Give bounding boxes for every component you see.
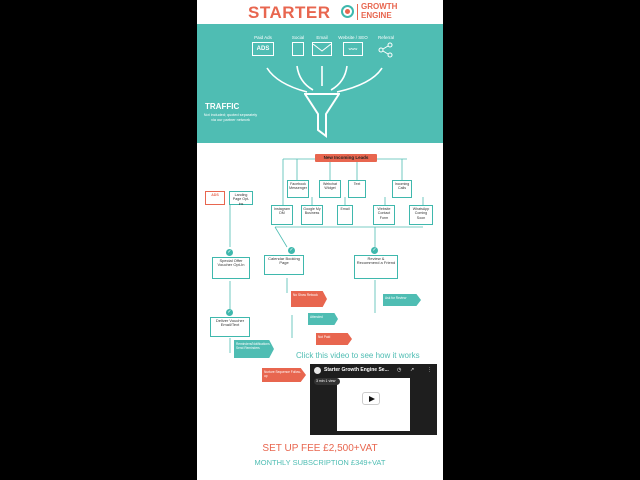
traffic-panel: Paid Ads ADS Social Email Website / SEO … <box>197 24 443 143</box>
check-icon: ✓ <box>226 309 233 316</box>
brand-starter: STARTER <box>248 3 331 22</box>
check-icon: ✓ <box>288 247 295 254</box>
review-node: Review & Recommend a Friend <box>354 255 398 279</box>
source-label: Email <box>316 35 328 40</box>
ads-icon: ADS <box>252 42 274 56</box>
channel-node: Text <box>348 180 366 198</box>
source-social: Social <box>287 35 309 56</box>
cta-text: Click this video to see how it works <box>296 351 420 360</box>
website-icon: www <box>343 42 363 56</box>
source-email: Email <box>310 35 334 56</box>
monthly-subscription: MONTHLY SUBSCRIPTION £349+VAT <box>254 458 386 467</box>
brand-logo: STARTER GROWTH ENGINE <box>197 0 443 24</box>
source-paid-ads: Paid Ads ADS <box>248 35 278 56</box>
setup-fee: SET UP FEE £2,500+VAT <box>262 443 378 454</box>
tag-no-show: No Show Rebook <box>291 291 327 307</box>
channel-node: Website Contact Form <box>373 205 395 225</box>
source-label: Paid Ads <box>254 35 272 40</box>
source-label: Website / SEO <box>338 35 368 40</box>
clock-icon[interactable]: ◷ <box>397 367 402 373</box>
channel-node: Email <box>337 205 353 225</box>
channel-node: Instagram DM <box>271 205 293 225</box>
brand-growth: GROWTH <box>361 2 398 11</box>
channel-node: WhatsApp Coming Soon <box>409 205 433 225</box>
channel-node: Webchat Widget <box>319 180 341 198</box>
channel-node: Incoming Calls <box>392 180 412 198</box>
traffic-arrows <box>266 65 383 93</box>
tag-attended: Attended <box>308 313 338 325</box>
avatar <box>314 367 321 374</box>
check-icon: ✓ <box>226 249 233 256</box>
more-icon[interactable]: ⋮ <box>427 367 432 373</box>
leads-header: New Incoming Leads <box>315 154 377 162</box>
tag-review: Ask for Review <box>383 294 421 306</box>
tag-not-paid: Not Paid <box>316 333 352 345</box>
video-title[interactable]: Starter Growth Engine Se... <box>324 367 389 373</box>
brand-divider <box>357 4 358 20</box>
special-offer-node: Special Offer Voucher Opt-In <box>212 257 250 279</box>
traffic-title: TRAFFIC <box>205 102 240 111</box>
calendar-node: Calendar Booking Page <box>264 255 304 275</box>
source-label: Social <box>291 35 305 40</box>
channel-node: Google My Business <box>301 205 323 225</box>
deliver-voucher-node: Deliver Voucher Email/Text <box>210 317 250 337</box>
tag-nurture: Nurture Sequence Follow-up <box>262 368 306 382</box>
share-icon <box>378 42 393 58</box>
source-label: Referral <box>377 35 394 40</box>
landing-node: Landing Page Opt-ins <box>229 191 253 206</box>
traffic-note: Not included; quoted separately via our … <box>203 113 258 122</box>
video-meta: 3 min 1 view <box>314 378 340 385</box>
source-referral: Referral <box>374 35 398 63</box>
landing-page-icon: ADS <box>205 191 225 205</box>
funnel-icon <box>304 93 340 138</box>
email-icon <box>312 42 332 56</box>
brand-engine: ENGINE <box>361 11 392 20</box>
share-icon[interactable]: ↗ <box>410 367 415 373</box>
play-button[interactable] <box>362 392 380 405</box>
lead-flow-diagram: New Incoming Leads Facebook Messenger We… <box>197 143 443 383</box>
tag-reminders: Reminders/Notifications Send Reminders <box>234 340 274 358</box>
video-embed[interactable]: Starter Growth Engine Se... ◷ ↗ ⋮ 3 min … <box>310 364 437 435</box>
check-icon: ✓ <box>371 247 378 254</box>
infographic-page: STARTER GROWTH ENGINE Paid Ads ADS Socia… <box>197 0 443 480</box>
channel-node: Facebook Messenger <box>287 180 309 198</box>
source-website: Website / SEO www <box>336 35 370 56</box>
brand-mark-icon <box>341 5 354 18</box>
social-icon <box>292 42 304 56</box>
